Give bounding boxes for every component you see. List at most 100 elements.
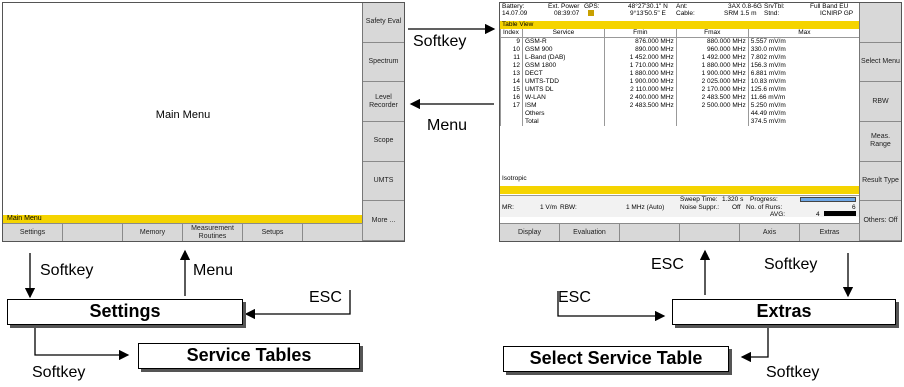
table-cell: [675, 118, 749, 126]
avg-value: 4: [816, 211, 820, 218]
table-cell: 156.3 mV/m: [747, 62, 860, 70]
srvtbl-value: Full Band EU: [810, 3, 849, 10]
side-softkey-4[interactable]: Meas. Range: [860, 122, 901, 162]
bottom-softkey-2[interactable]: Evaluation: [560, 224, 620, 241]
table-view-screen: Battery: Ext. Power GPS: 48°27'30.1" N A…: [499, 2, 902, 242]
runs-label: No. of Runs:: [746, 204, 783, 211]
progress-bar: [800, 197, 856, 202]
bottom-softkey-3[interactable]: [620, 224, 680, 241]
box-select-service-table: Select Service Table: [503, 346, 729, 372]
cable-value: SRM 1.5 m: [724, 10, 757, 17]
table-cell: [603, 118, 677, 126]
table-cell: ISM: [521, 102, 605, 110]
table-cell: 1 452.000 MHz: [603, 54, 677, 62]
arrow-softkey-bottom-left: [34, 328, 130, 361]
bottom-softkey-6[interactable]: Extras: [800, 224, 860, 241]
table-cell: 17: [500, 102, 523, 110]
progress-label: Progress:: [750, 196, 778, 203]
side-softkey-5[interactable]: UMTS: [363, 162, 404, 202]
table-cell: Others: [521, 110, 605, 118]
main-menu-title: Main Menu: [155, 109, 211, 121]
gps-lon: 9°13'50.5" E: [630, 10, 666, 17]
side-softkey-1[interactable]: [860, 3, 901, 43]
table-cell: 6.881 mV/m: [747, 70, 860, 78]
table-cell: [500, 110, 523, 118]
bottom-softkey-4[interactable]: [680, 224, 740, 241]
stnd-label: Stnd:: [764, 10, 780, 17]
rbw-value: 1 MHz (Auto): [626, 204, 665, 211]
table-cell: GSM-R: [521, 37, 605, 46]
table-cell: 16: [500, 94, 523, 102]
label-softkey-bottom-left: Softkey: [32, 364, 86, 381]
side-softkey-3[interactable]: RBW: [860, 82, 901, 122]
table-cell: 13: [500, 70, 523, 78]
stnd-value: ICNIRP GP: [820, 10, 854, 17]
table-cell: 1 900.000 MHz: [603, 78, 677, 86]
table-cell: 15: [500, 86, 523, 94]
bottom-softkey-4[interactable]: Measurement Routines: [183, 224, 243, 241]
table-cell: 1 900.000 MHz: [675, 70, 749, 78]
side-softkey-1[interactable]: Safety Eval: [363, 3, 404, 43]
table-row[interactable]: Others 44.49 mV/m: [500, 110, 860, 118]
table-cell: [500, 118, 523, 126]
table-cell: 9: [500, 37, 523, 46]
label-esc-left: ESC: [309, 289, 342, 306]
side-softkey-3[interactable]: Level Recorder: [363, 82, 404, 122]
bottom-softkey-1[interactable]: Display: [500, 224, 560, 241]
status-header: Battery: Ext. Power GPS: 48°27'30.1" N A…: [500, 3, 860, 21]
table-cell: 2 400.000 MHz: [603, 94, 677, 102]
runs-value: 6: [852, 204, 856, 211]
side-softkey-5[interactable]: Result Type: [860, 162, 901, 202]
label-softkey-bottom-right: Softkey: [766, 364, 820, 381]
box-extras: Extras: [672, 299, 896, 325]
arrow-esc-right2: [557, 291, 666, 322]
rbw-label: RBW:: [560, 204, 577, 211]
sweep-label: Sweep Time:: [680, 196, 718, 203]
column-header: Index: [500, 29, 523, 38]
bottom-softkey-5[interactable]: Setups: [243, 224, 303, 241]
ant-label: Ant:: [676, 3, 688, 10]
table-view-bar: Table View: [500, 21, 860, 29]
table-cell: 44.49 mV/m: [747, 110, 860, 118]
bottom-softkey-2[interactable]: [63, 224, 123, 241]
isotropic-label: Isotropic: [502, 175, 527, 182]
table-cell: 10.83 mV/m: [747, 78, 860, 86]
side-softkey-2[interactable]: Spectrum: [363, 43, 404, 83]
bottom-softkey-1[interactable]: Settings: [3, 224, 63, 241]
bottom-softkey-3[interactable]: Memory: [123, 224, 183, 241]
box-service-tables: Service Tables: [138, 343, 360, 369]
side-softkey-2[interactable]: Select Menu: [860, 43, 901, 83]
srvtbl-label: SrvTbl:: [764, 3, 785, 10]
noise-label: Noise Suppr.:: [680, 204, 720, 211]
side-softkey-6[interactable]: Others: Off: [860, 201, 901, 241]
side-softkey-4[interactable]: Scope: [363, 122, 404, 162]
table-cell: UMTS-TDD: [521, 78, 605, 86]
status-bar: [500, 186, 860, 194]
ant-value: 3AX 0.8-6G: [728, 3, 762, 10]
side-softkey-6[interactable]: More ...: [363, 201, 404, 241]
table-cell: [603, 110, 677, 118]
date: 14.07.09: [502, 10, 528, 17]
table-cell: W-LAN: [521, 94, 605, 102]
table-cell: UMTS DL: [521, 86, 605, 94]
arrow-esc-left: [244, 290, 351, 320]
table-cell: 10: [500, 46, 523, 54]
table-cell: 11.66 mV/m: [747, 94, 860, 102]
table-cell: DECT: [521, 70, 605, 78]
table-cell: GSM 1800: [521, 62, 605, 70]
table-cell: 330.0 mV/m: [747, 46, 860, 54]
bottom-softkey-5[interactable]: Axis: [740, 224, 800, 241]
bottom-softkey-6[interactable]: [303, 224, 363, 241]
